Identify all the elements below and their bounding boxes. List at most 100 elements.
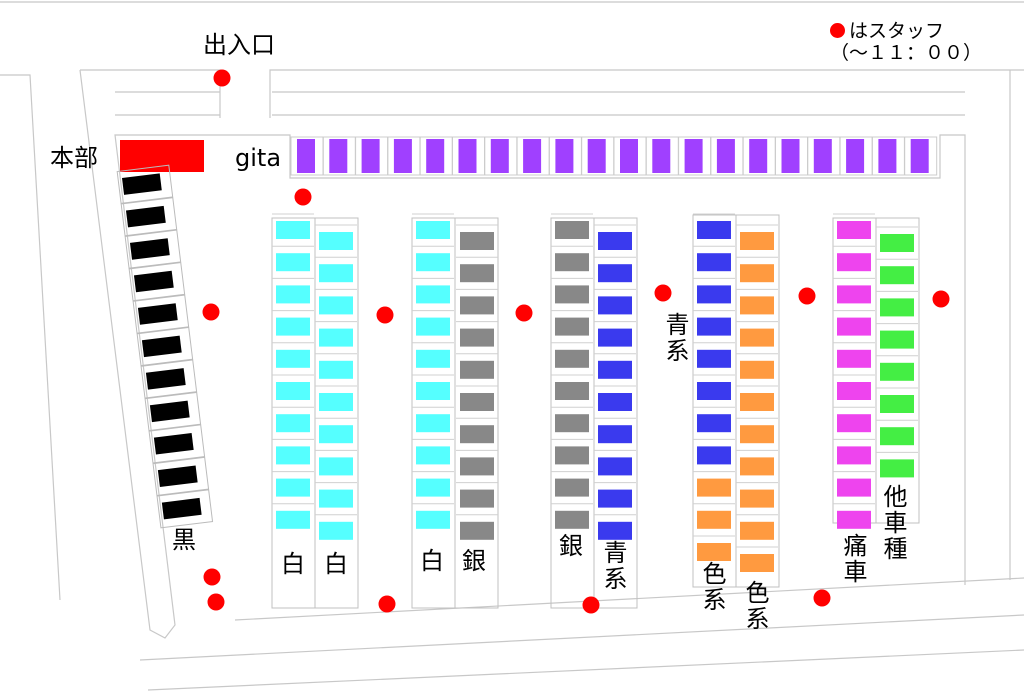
black-stall-outline [128, 262, 186, 302]
black-stall [161, 497, 202, 520]
entrance-label: 出入口 [203, 31, 275, 59]
parking-stall-other [880, 459, 914, 478]
parking-stall-blue [598, 457, 632, 476]
parking-stall-white [276, 253, 310, 272]
parking-stall-itasha [837, 478, 871, 497]
staff-dot-icon [830, 23, 845, 38]
black-stall [129, 238, 170, 260]
black-stall [141, 335, 182, 358]
staff-marker [515, 304, 533, 322]
parking-stall-silver [555, 382, 589, 400]
parking-stall-white [276, 382, 310, 400]
parking-stall-itasha [837, 510, 871, 529]
parking-stall-white [276, 414, 310, 433]
parking-stall-blue [598, 425, 632, 444]
gita-label: gita [235, 144, 282, 172]
parking-stall-silver [460, 393, 494, 411]
parking-stall-white [319, 296, 353, 315]
parking-stall-itasha [837, 221, 871, 239]
blue-zone-label-1: 青系 [599, 540, 627, 592]
parking-stall-silver [555, 478, 589, 497]
parking-stall-blue [598, 328, 632, 347]
parking-stall-silver [460, 489, 494, 508]
parking-stall-blue [598, 296, 632, 315]
parking-stall-other [880, 266, 914, 285]
gita-stall [813, 139, 832, 173]
color-zone-label-2: 色系 [741, 580, 769, 632]
parking-stall-white [276, 446, 310, 465]
parking-stall-blue/color [697, 221, 731, 239]
staff-marker [203, 568, 221, 586]
parking-stall-white [416, 285, 450, 304]
parking-stall-silver [460, 232, 494, 250]
black-stall-outline [144, 391, 202, 432]
parking-stall-white [319, 425, 353, 444]
staff-marker [213, 69, 231, 87]
silver-zone-label-1: 銀 [462, 547, 486, 575]
parking-stall-silver [555, 446, 589, 465]
parking-stall-silver [555, 221, 589, 239]
parking-stall-white [416, 446, 450, 465]
parking-stall-color [740, 521, 774, 540]
parking-stall-silver [555, 253, 589, 272]
parking-stall-other [880, 234, 914, 252]
parking-stall-white [276, 285, 310, 304]
gita-stall [329, 139, 348, 173]
gita-stall [361, 139, 380, 173]
parking-stall-silver [460, 457, 494, 476]
parking-stall-color [740, 457, 774, 476]
parking-stall-blue/color [697, 478, 731, 497]
black-stall [137, 303, 178, 325]
parking-stall-white [319, 393, 353, 411]
staff-marker [798, 287, 816, 305]
staff-marker [202, 303, 220, 321]
parking-stall-other [880, 427, 914, 446]
parking-stall-silver [555, 510, 589, 529]
parking-stall-blue/color [697, 317, 731, 336]
parking-stall-blue [598, 360, 632, 379]
parking-stall-blue/color [697, 414, 731, 433]
parking-stall-white [416, 382, 450, 400]
hq-booth [120, 140, 204, 172]
black-stall [157, 465, 198, 487]
black-stall-outline [132, 294, 190, 334]
parking-stall-other [880, 395, 914, 413]
parking-stall-color [740, 425, 774, 444]
black-stall [145, 368, 186, 390]
parking-stall-white [416, 317, 450, 336]
parking-stall-itasha [837, 349, 871, 368]
parking-stall-silver [555, 349, 589, 368]
parking-stall-silver [555, 317, 589, 336]
parking-stall-white [416, 478, 450, 497]
gita-stall [749, 139, 768, 173]
parking-stall-blue [598, 264, 632, 283]
gita-stall [620, 139, 638, 173]
parking-stall-silver [460, 328, 494, 347]
black-stall-outline [152, 456, 210, 496]
parking-stall-white [319, 457, 353, 476]
black-stall-outline [116, 164, 174, 204]
parking-stall-white [276, 221, 310, 239]
parking-stall-blue [598, 489, 632, 508]
parking-stall-itasha [837, 382, 871, 400]
parking-stall-silver [555, 285, 589, 304]
gita-stall [587, 139, 606, 173]
staff-marker [813, 589, 831, 607]
white-zone-label-3: 白 [420, 547, 444, 575]
black-stall-outline [140, 359, 198, 399]
parking-stall-color [740, 554, 774, 572]
parking-stall-other [880, 362, 914, 381]
blue-zone-label-2: 青系 [661, 312, 689, 364]
parking-stall-itasha [837, 414, 871, 433]
black-stall-outline [136, 326, 194, 367]
parking-stall-blue/color [697, 382, 731, 400]
parking-stall-silver [460, 264, 494, 283]
staff-marker [207, 593, 225, 611]
itasha-zone-label: 痛車 [839, 533, 867, 585]
parking-stall-white [319, 489, 353, 508]
parking-stall-white [276, 349, 310, 368]
black-stall-outline [124, 229, 182, 269]
